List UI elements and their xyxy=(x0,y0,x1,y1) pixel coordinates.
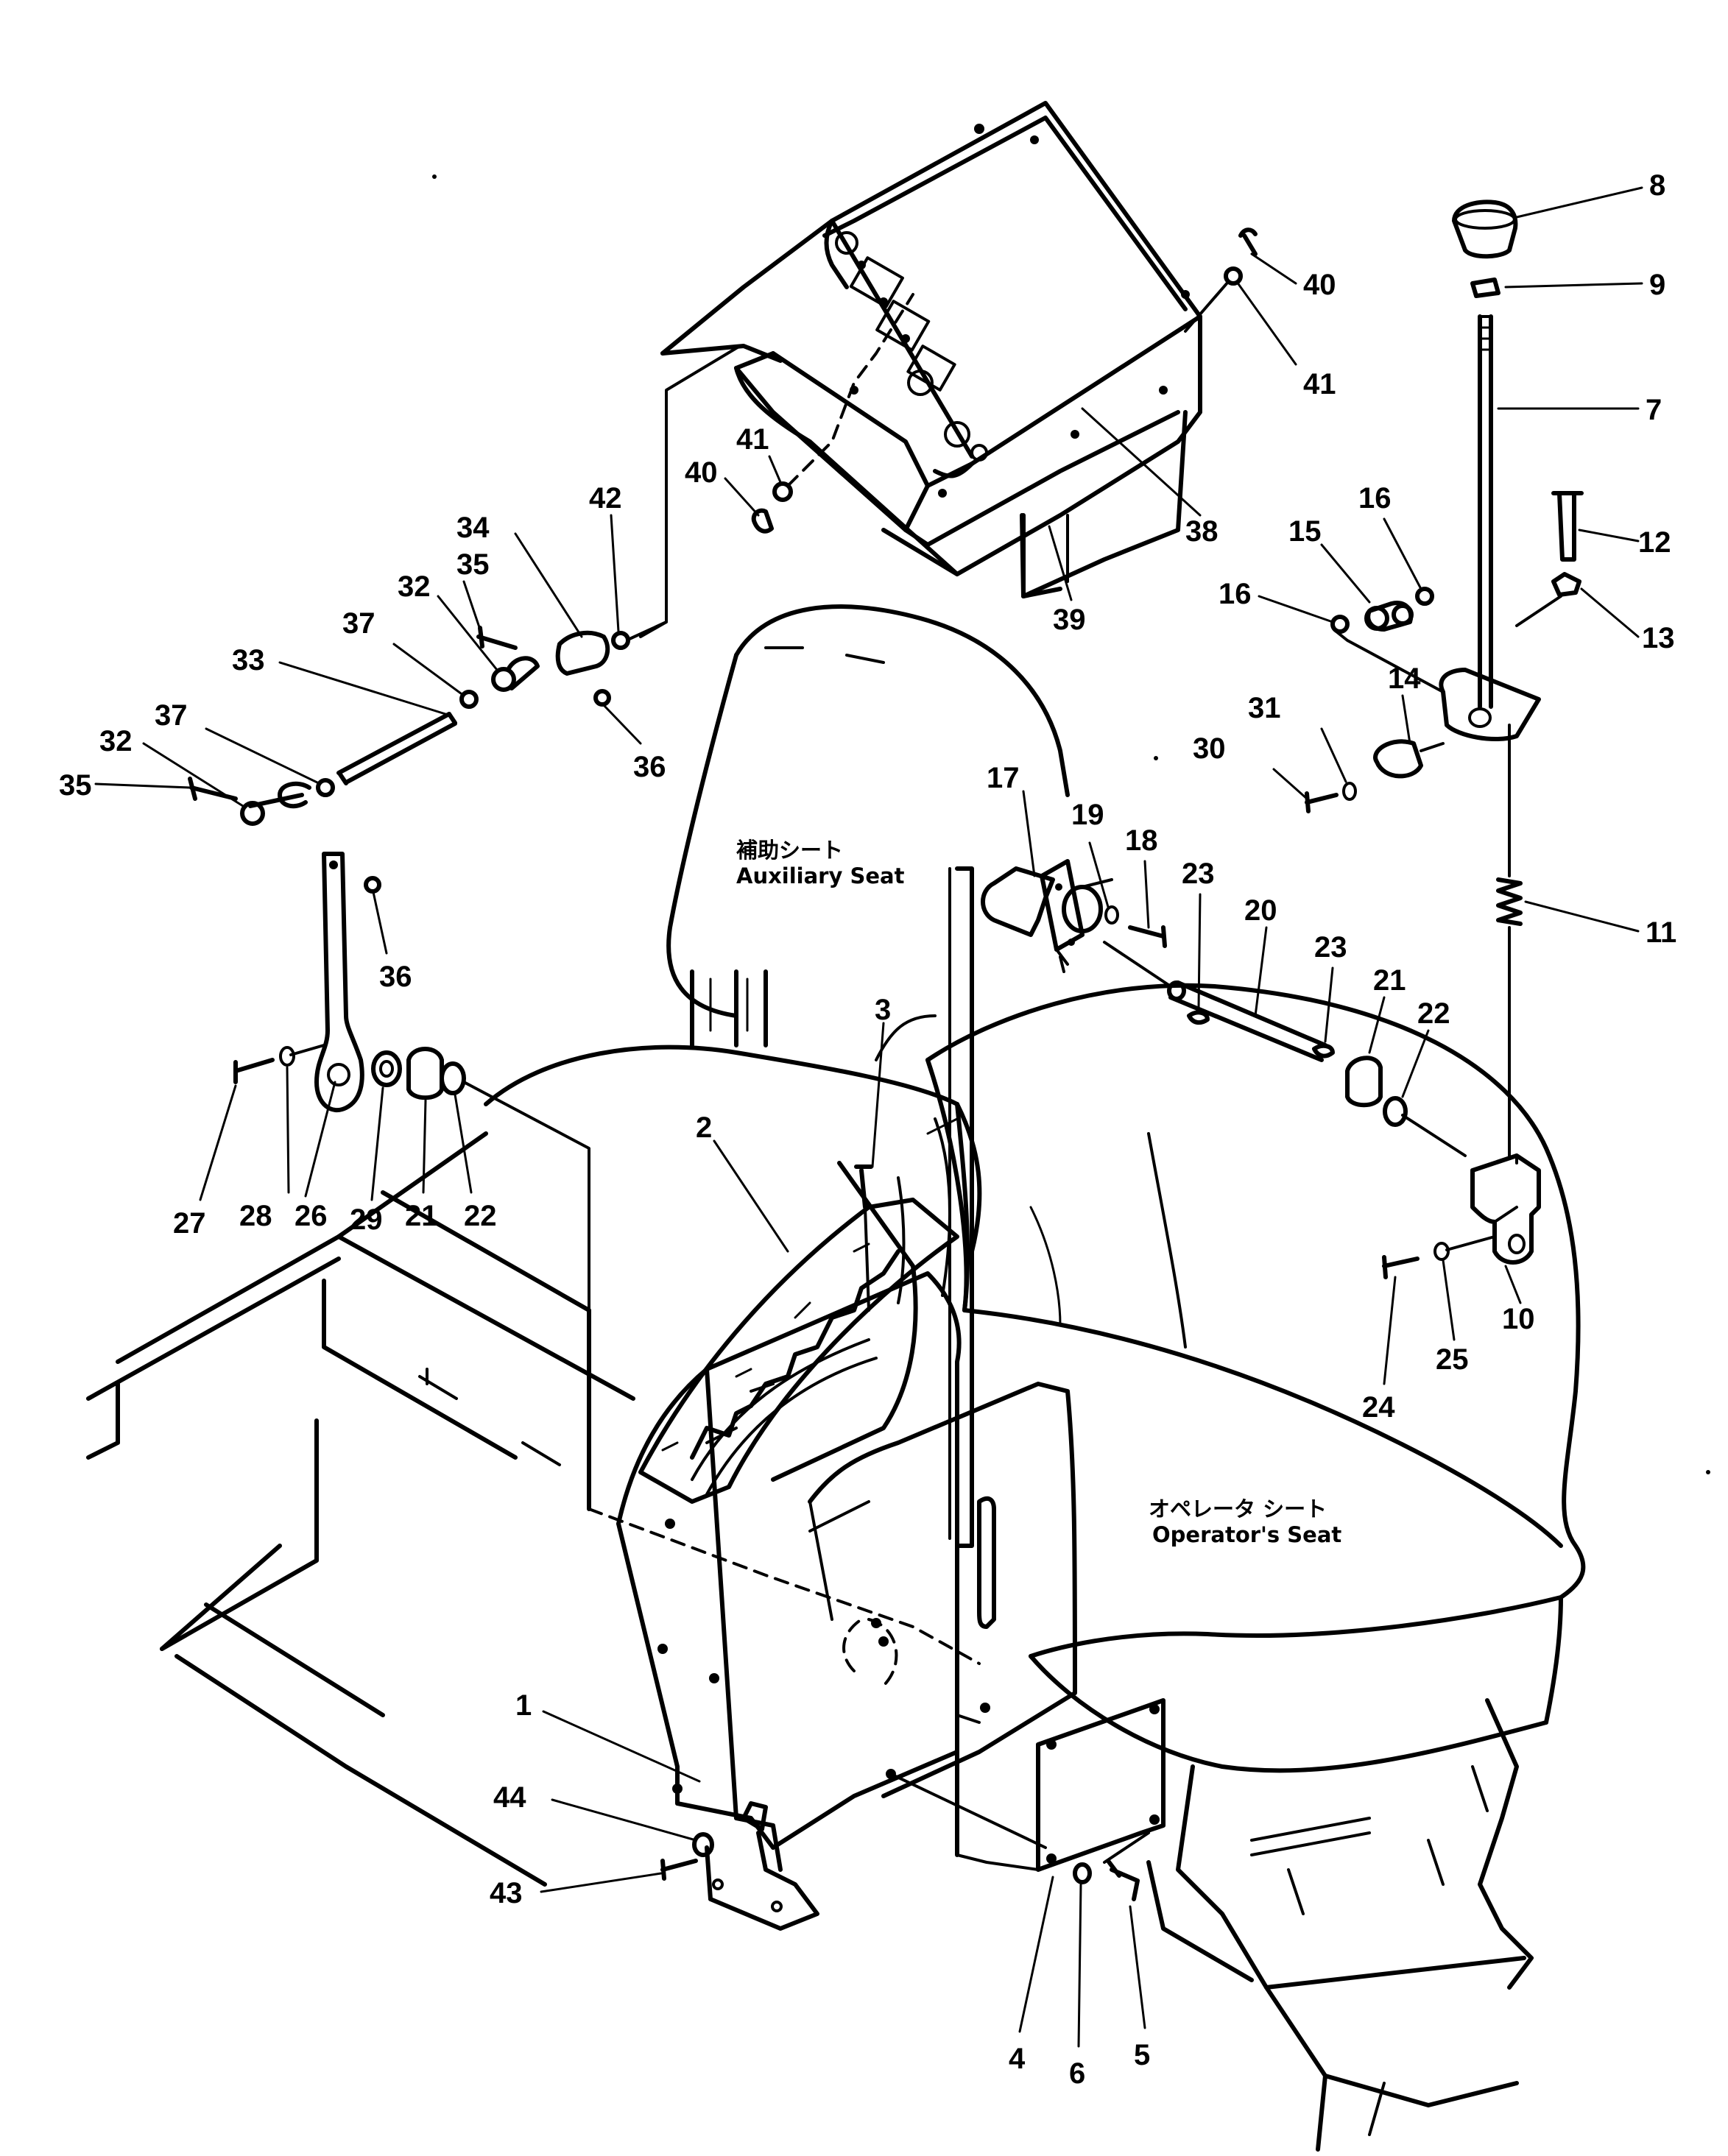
callout-7: 7 xyxy=(1646,394,1662,426)
callout-28: 28 xyxy=(239,1200,272,1232)
callout-35-upper: 35 xyxy=(456,548,490,581)
auxiliary-seat xyxy=(484,604,1070,1312)
controller-box xyxy=(660,101,1202,598)
callout-16-lower: 16 xyxy=(1219,578,1252,610)
operator-seat-label-jp: オペレータ シート xyxy=(1149,1496,1327,1521)
callout-21-right: 21 xyxy=(1373,964,1406,997)
box-cable xyxy=(639,344,741,638)
callout-15: 15 xyxy=(1288,515,1322,548)
operator-seat xyxy=(925,983,1586,2152)
leader-lines xyxy=(94,186,1643,2048)
callout-37-lower: 37 xyxy=(155,699,188,732)
callout-13: 13 xyxy=(1642,622,1675,654)
callout-17: 17 xyxy=(987,762,1020,794)
callout-26: 26 xyxy=(295,1200,328,1232)
callout-36-right: 36 xyxy=(633,751,666,783)
callout-41-right: 41 xyxy=(1303,368,1336,400)
callout-40-right: 40 xyxy=(1303,269,1336,301)
auxiliary-seat-label-en: Auxiliary Seat xyxy=(736,863,905,888)
callout-10: 10 xyxy=(1502,1303,1535,1335)
callout-41-left: 41 xyxy=(736,423,769,456)
console-frame xyxy=(86,1131,1077,1887)
callout-9: 9 xyxy=(1649,269,1665,301)
callout-40-left: 40 xyxy=(685,456,718,489)
callout-1: 1 xyxy=(515,1689,532,1722)
callout-3: 3 xyxy=(875,994,891,1026)
callout-5: 5 xyxy=(1134,2039,1150,2071)
right-linkage xyxy=(1305,199,1584,1279)
callout-29: 29 xyxy=(350,1204,383,1236)
callout-22-right: 22 xyxy=(1417,997,1450,1030)
callout-38: 38 xyxy=(1185,515,1219,548)
callout-30: 30 xyxy=(1193,732,1226,765)
callout-42: 42 xyxy=(589,482,622,515)
callout-44: 44 xyxy=(493,1781,526,1814)
callout-27: 27 xyxy=(173,1207,206,1240)
callout-12: 12 xyxy=(1638,526,1671,559)
callout-25: 25 xyxy=(1436,1343,1469,1376)
callout-8: 8 xyxy=(1649,169,1665,202)
callout-4: 4 xyxy=(1009,2043,1026,2075)
callout-21-left: 21 xyxy=(405,1200,438,1232)
callout-16-upper: 16 xyxy=(1358,482,1392,515)
lever-quadrant xyxy=(638,1198,959,1504)
callout-18: 18 xyxy=(1125,824,1158,857)
shaft-assembly xyxy=(981,859,1467,1157)
callout-6: 6 xyxy=(1069,2057,1085,2090)
callout-37-upper: 37 xyxy=(342,607,375,640)
callout-23-right: 23 xyxy=(1314,931,1347,964)
left-linkage xyxy=(188,621,668,1510)
callout-numbers: 1 2 3 4 5 6 7 8 9 10 11 12 13 14 15 16 1… xyxy=(59,169,1676,2090)
callout-31: 31 xyxy=(1248,692,1281,724)
callout-24: 24 xyxy=(1362,1391,1395,1424)
operator-seat-label-en: Operator's Seat xyxy=(1152,1522,1341,1547)
callout-39: 39 xyxy=(1053,604,1086,636)
small-parts xyxy=(660,227,1258,1931)
callout-23-left: 23 xyxy=(1182,858,1215,890)
callout-34: 34 xyxy=(456,512,490,544)
callout-19: 19 xyxy=(1071,799,1104,831)
callout-20: 20 xyxy=(1244,894,1277,927)
callout-36-left: 36 xyxy=(379,961,412,993)
callout-35-lower: 35 xyxy=(59,769,92,802)
callout-43: 43 xyxy=(490,1877,523,1909)
callout-32-upper: 32 xyxy=(398,570,431,603)
callout-11: 11 xyxy=(1646,916,1676,949)
callout-32-lower: 32 xyxy=(99,725,133,757)
callout-33: 33 xyxy=(232,644,265,676)
seat-labels: 補助シート Auxiliary Seat オペレータ シート Operator'… xyxy=(736,838,1341,1547)
callout-22-left: 22 xyxy=(464,1200,497,1232)
auxiliary-seat-label-jp: 補助シート xyxy=(736,838,843,863)
callout-14: 14 xyxy=(1388,662,1421,695)
callout-2: 2 xyxy=(696,1111,712,1144)
